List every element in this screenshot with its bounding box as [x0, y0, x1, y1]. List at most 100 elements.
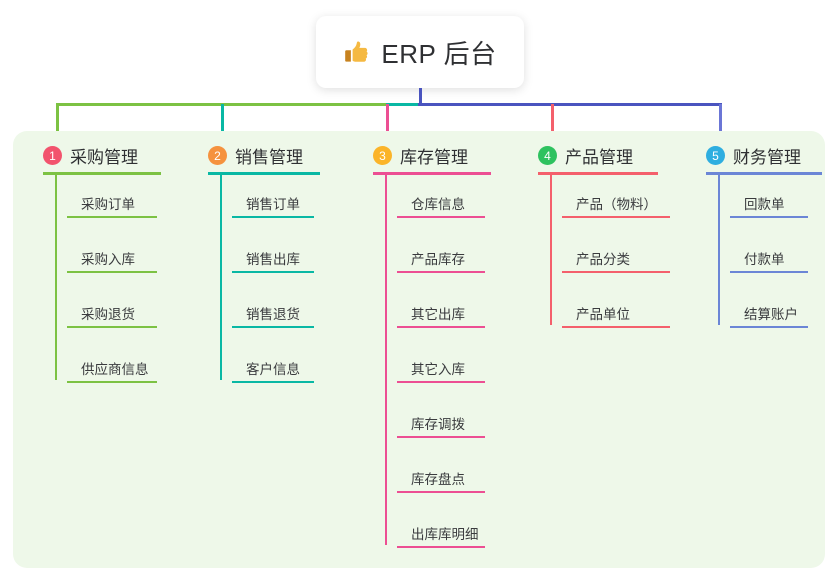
thumbs-up-icon [343, 38, 371, 66]
branch-item-label: 采购退货 [81, 307, 135, 322]
branch-item-label: 结算账户 [744, 307, 798, 322]
branch-item-label: 采购入库 [81, 252, 135, 267]
branch-item-underline [397, 381, 485, 383]
branch-title: 销售管理 [235, 148, 303, 167]
branch-item[interactable]: 销售出库 [232, 248, 314, 273]
branch-item-underline [397, 216, 485, 218]
connector-drop-1 [56, 104, 59, 144]
branch-item-label: 产品单位 [576, 307, 630, 322]
branch-item-label: 产品分类 [576, 252, 630, 267]
branch-item[interactable]: 采购入库 [67, 248, 157, 273]
branch-item[interactable]: 产品分类 [562, 248, 670, 273]
branch-item[interactable]: 产品（物料） [562, 193, 670, 218]
branch-item-label: 出库库明细 [411, 527, 479, 542]
branch-item[interactable]: 付款单 [730, 248, 808, 273]
branch-title: 库存管理 [400, 148, 468, 167]
branch-item-label: 供应商信息 [81, 362, 149, 377]
connector-drop-4 [551, 104, 554, 144]
connector-drop-3 [386, 104, 389, 144]
branch-item[interactable]: 出库库明细 [397, 523, 485, 548]
branch-item-label: 产品（物料） [576, 197, 657, 212]
branch-title: 采购管理 [70, 148, 138, 167]
branch-number-badge: 3 [373, 146, 392, 165]
branch-item-underline [67, 271, 157, 273]
branch-item-label: 库存调拨 [411, 417, 465, 432]
branch-item-underline [730, 326, 808, 328]
branch-spine [55, 175, 57, 380]
branch-item-underline [67, 326, 157, 328]
connector-drop-5 [719, 104, 722, 144]
branch-item-underline [562, 216, 670, 218]
branch-item[interactable]: 产品单位 [562, 303, 670, 328]
branches-panel: 1 采购管理采购订单采购入库采购退货供应商信息 2 销售管理销售订单销售出库销售退货客… [13, 131, 825, 568]
branch-item[interactable]: 结算账户 [730, 303, 808, 328]
branch-item-underline [730, 271, 808, 273]
branch-header-3[interactable]: 3 库存管理 [373, 143, 468, 168]
branch-header-1[interactable]: 1 采购管理 [43, 143, 138, 168]
root-node-erp-backend[interactable]: ERP 后台 [316, 16, 524, 88]
branch-header-5[interactable]: 5 财务管理 [706, 143, 801, 168]
branch-item[interactable]: 采购退货 [67, 303, 157, 328]
branch-item-underline [562, 326, 670, 328]
branch-item-label: 客户信息 [246, 362, 300, 377]
branch-item[interactable]: 其它出库 [397, 303, 485, 328]
branch-item-label: 采购订单 [81, 197, 135, 212]
branch-header-2[interactable]: 2 销售管理 [208, 143, 303, 168]
branch-item[interactable]: 采购订单 [67, 193, 157, 218]
branch-item-underline [397, 326, 485, 328]
branch-number-badge: 4 [538, 146, 557, 165]
connector-drop-2 [221, 104, 224, 144]
branch-item-label: 销售退货 [246, 307, 300, 322]
branch-header-underline [43, 172, 161, 175]
branch-item-underline [67, 381, 157, 383]
branch-item-label: 付款单 [744, 252, 785, 267]
branch-number-badge: 1 [43, 146, 62, 165]
branch-item[interactable]: 销售退货 [232, 303, 314, 328]
branch-item-label: 其它入库 [411, 362, 465, 377]
branch-header-underline [538, 172, 658, 175]
branch-title: 财务管理 [733, 148, 801, 167]
branch-spine [550, 175, 552, 325]
branch-number-badge: 2 [208, 146, 227, 165]
root-node-label: ERP 后台 [381, 38, 497, 69]
branch-item-underline [397, 546, 485, 548]
connector-stem [419, 88, 422, 104]
branch-spine [220, 175, 222, 380]
branch-item-underline [397, 436, 485, 438]
branch-item[interactable]: 客户信息 [232, 358, 314, 383]
branch-title: 产品管理 [565, 148, 633, 167]
branch-item-label: 销售订单 [246, 197, 300, 212]
branch-item-underline [67, 216, 157, 218]
branch-item[interactable]: 仓库信息 [397, 193, 485, 218]
branch-header-underline [373, 172, 491, 175]
branch-item-label: 库存盘点 [411, 472, 465, 487]
branch-item[interactable]: 回款单 [730, 193, 808, 218]
branch-item-underline [397, 491, 485, 493]
branch-item[interactable]: 供应商信息 [67, 358, 157, 383]
branch-item[interactable]: 销售订单 [232, 193, 314, 218]
branch-item-label: 销售出库 [246, 252, 300, 267]
branch-item[interactable]: 其它入库 [397, 358, 485, 383]
root-node-content: ERP 后台 [343, 34, 496, 71]
branch-item-underline [730, 216, 808, 218]
branch-item-underline [562, 271, 670, 273]
branch-header-underline [208, 172, 320, 175]
branch-item[interactable]: 产品库存 [397, 248, 485, 273]
connector-bar-right [418, 103, 722, 106]
branch-item-underline [232, 216, 314, 218]
branch-item-label: 回款单 [744, 197, 785, 212]
branch-item-underline [232, 381, 314, 383]
branch-item[interactable]: 库存盘点 [397, 468, 485, 493]
branch-item-underline [397, 271, 485, 273]
branch-item-underline [232, 271, 314, 273]
branch-item-label: 产品库存 [411, 252, 465, 267]
branch-item[interactable]: 库存调拨 [397, 413, 485, 438]
branch-item-label: 仓库信息 [411, 197, 465, 212]
branch-header-4[interactable]: 4 产品管理 [538, 143, 633, 168]
branch-header-underline [706, 172, 822, 175]
branch-number-badge: 5 [706, 146, 725, 165]
branch-spine [718, 175, 720, 325]
branch-item-label: 其它出库 [411, 307, 465, 322]
branch-spine [385, 175, 387, 545]
